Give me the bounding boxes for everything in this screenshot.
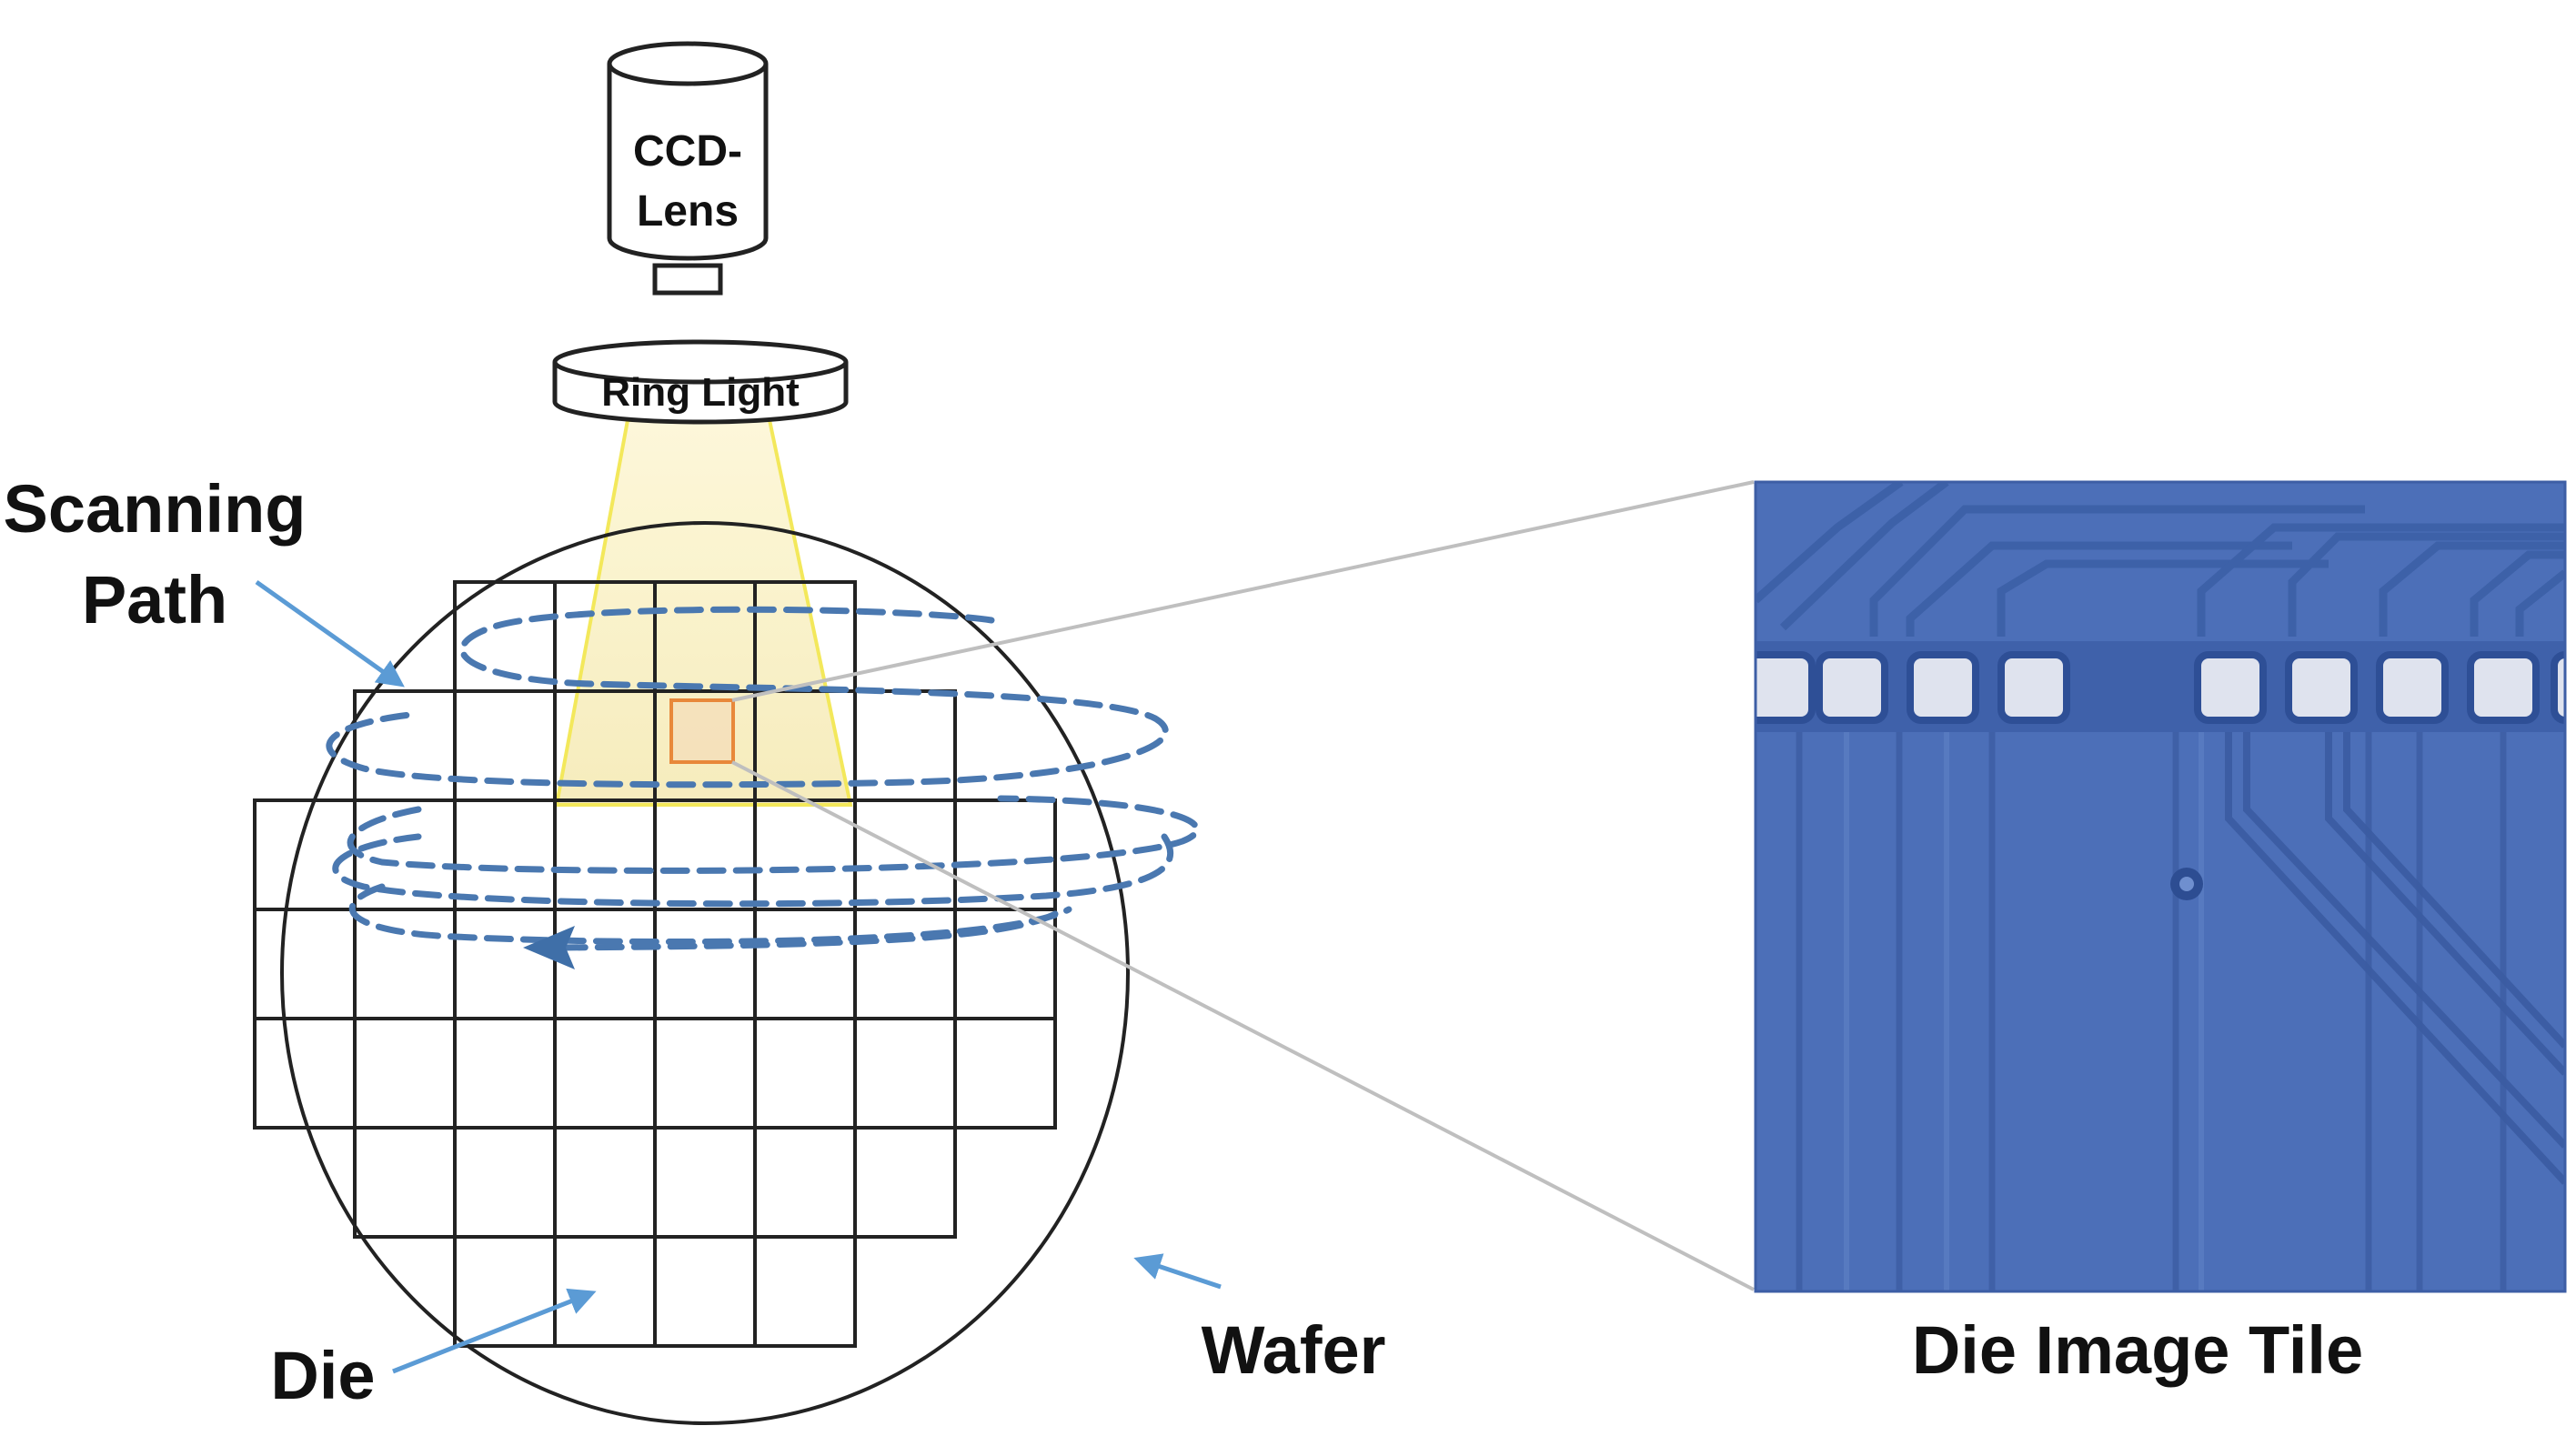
- die-cell: [253, 1017, 357, 1130]
- scan-direction-arrowhead: [523, 926, 575, 969]
- wafer-arrow: [1133, 1253, 1222, 1290]
- die-cell: [653, 908, 757, 1020]
- scanning-path-arrow: [255, 579, 405, 688]
- highlighted-die: [669, 698, 735, 764]
- die-label: Die: [270, 1338, 375, 1413]
- die-cell: [853, 1017, 957, 1130]
- die-cell: [553, 1235, 657, 1348]
- die-cell: [653, 1017, 757, 1130]
- lens-label-line2: Lens: [637, 187, 739, 236]
- scanning-path: [326, 606, 1201, 951]
- die-cell: [853, 908, 957, 1020]
- die-cell: [453, 798, 557, 911]
- ring-light-label: Ring Light: [601, 370, 800, 415]
- die-cell: [553, 1126, 657, 1239]
- die-cell: [453, 1017, 557, 1130]
- die-cell: [553, 1017, 657, 1130]
- die-cell: [753, 908, 857, 1020]
- die-cell: [253, 798, 357, 911]
- die-cell: [353, 908, 457, 1020]
- die-cell: [753, 1235, 857, 1348]
- die-cell: [553, 798, 657, 911]
- die-cell: [853, 798, 957, 911]
- die-cell: [353, 1126, 457, 1239]
- die-cell: [253, 908, 357, 1020]
- die-image-tile-caption: Die Image Tile: [1912, 1312, 2363, 1388]
- die-cell: [353, 689, 457, 802]
- zoom-line-top: [731, 480, 1755, 702]
- die-cell: [453, 908, 557, 1020]
- lens-label-line1: CCD-: [633, 127, 742, 176]
- die-cell: [453, 1126, 557, 1239]
- die-cell: [753, 1017, 857, 1130]
- die-cell: [653, 798, 757, 911]
- die-grid: [253, 580, 1057, 1348]
- scanning-path-label-line2: Path: [82, 562, 227, 638]
- die-cell: [353, 1017, 457, 1130]
- wafer-circle: [280, 521, 1130, 1425]
- die-arrow: [392, 1288, 597, 1374]
- die-cell: [653, 1235, 757, 1348]
- die-cell: [853, 1126, 957, 1239]
- die-cell: [953, 1017, 1057, 1130]
- scanning-path-label-line1: Scanning: [3, 471, 306, 547]
- ccd-lens-camera-icon: CCD- Lens: [607, 41, 769, 296]
- die-image-tile: [1756, 482, 2565, 1291]
- wafer-label: Wafer: [1202, 1312, 1386, 1388]
- zoom-line-bottom: [731, 760, 1755, 1291]
- die-cell: [753, 1126, 857, 1239]
- ring-light-icon: Ring Light: [552, 339, 849, 425]
- die-cell: [653, 1126, 757, 1239]
